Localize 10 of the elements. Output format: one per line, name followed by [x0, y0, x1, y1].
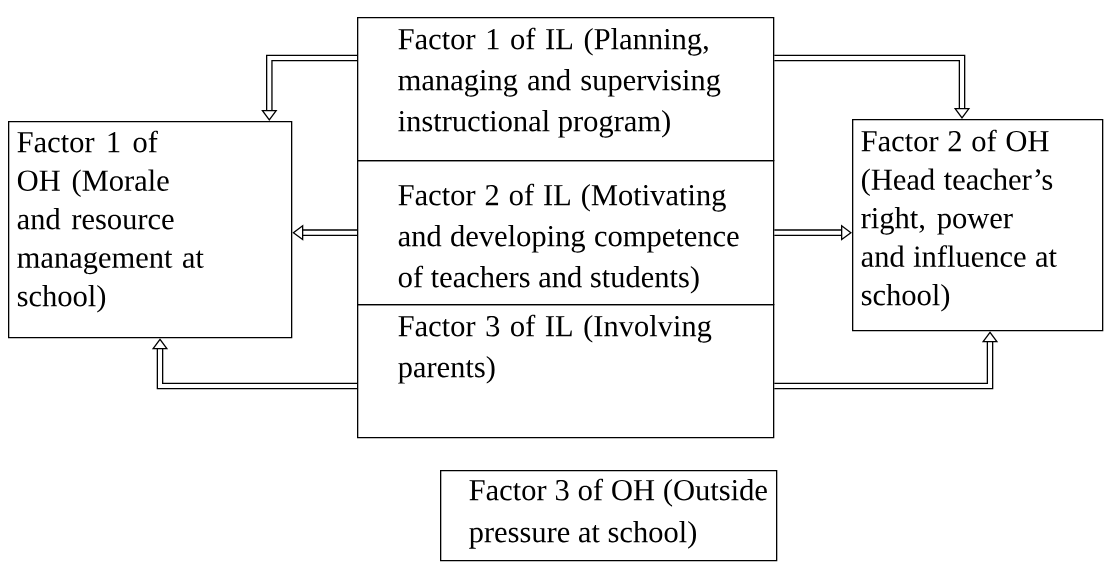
factor-box: Factor 3 of IL (Involving parents) — [357, 304, 775, 439]
factor-box: Factor 2 of IL (Motivating and developing competence of teachers and students) — [357, 160, 775, 306]
factor-box: Factor 2 of OH (Head teacher’s right, power and influence at school) — [852, 119, 1104, 332]
factor-box: Factor 1 of IL (Planning, managing and supervising instructional program) — [357, 17, 775, 162]
arrow — [261, 54, 357, 121]
factor-box: Factor 3 of OH (Outside pressure at school) — [440, 470, 778, 562]
arrow — [774, 54, 971, 119]
factor-box: Factor 1 of OH (Morale and resource management at school) — [8, 121, 293, 339]
arrow — [151, 338, 357, 390]
arrow — [774, 224, 852, 241]
